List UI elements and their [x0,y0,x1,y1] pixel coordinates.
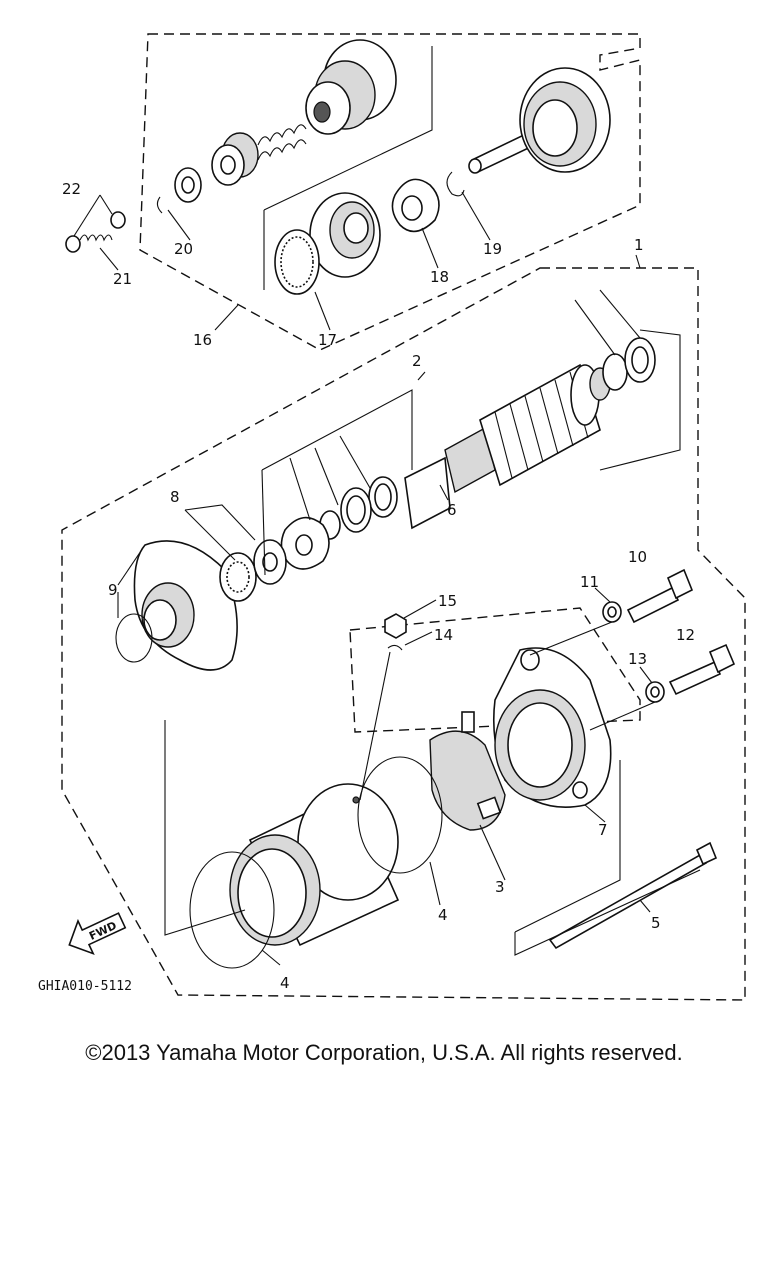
bolt-10-part [626,568,694,624]
spring-part [257,124,307,161]
label-part-6: 6 [447,501,457,519]
bearing-17-part [274,229,320,295]
label-part-14: 14 [434,626,453,644]
label-part-10: 10 [628,548,647,566]
group-outline-terminal [349,607,641,733]
armature-part [404,363,611,530]
yoke-part [229,783,400,947]
label-part-11: 11 [580,573,599,591]
label-part-4-rear: 4 [438,906,448,924]
drive-shaft-part [468,67,611,174]
washer-14-part [387,644,403,651]
plate-18-part [391,178,440,233]
nut-15-part [384,613,407,639]
gasket-4-rear [357,756,443,874]
starter-motor-exploded-diagram: 1 2 3 4 4 5 6 7 8 9 10 11 12 13 14 15 16… [38,33,746,1001]
gasket-4-front [189,851,275,969]
label-part-15: 15 [438,592,457,610]
label-part-13: 13 [628,650,647,668]
clip-20-part [156,196,163,214]
rear-cover-part [492,647,612,808]
o-ring-9-part [115,613,153,663]
pinion-gear-part [305,39,397,135]
label-part-2: 2 [412,352,422,370]
fwd-arrow: FWD [68,912,127,956]
label-part-18: 18 [430,268,449,286]
label-part-8: 8 [170,488,180,506]
label-part-16: 16 [193,331,212,349]
label-part-21: 21 [113,270,132,288]
label-part-4-front: 4 [280,974,290,992]
label-part-19: 19 [483,240,502,258]
leader-lines [73,46,701,966]
label-part-3: 3 [495,878,505,896]
clip-19-part [446,171,465,197]
through-bolt-5-part [548,841,718,950]
label-part-22: 22 [62,180,81,198]
brush-holder-part [429,711,506,831]
front-cover-part [133,540,238,671]
spring-washer-set [65,211,126,253]
washer-22-right [110,211,126,229]
label-part-9: 9 [108,581,118,599]
label-part-20: 20 [174,240,193,258]
label-part-5: 5 [651,914,661,932]
label-part-1: 1 [634,236,644,254]
group-outline-clutch [139,33,641,351]
stopper-part [211,132,259,186]
label-part-17: 17 [318,331,337,349]
diagram-code: GHIA010-5112 [38,979,132,994]
clutch-housing-part [309,192,381,278]
bolt-12-part [668,643,736,696]
part-number-labels: 1 2 3 4 4 5 6 7 8 9 10 11 12 13 14 15 16… [62,180,695,992]
label-part-12: 12 [676,626,695,644]
washer-armature-end-1 [602,353,628,391]
spring-21-part [79,234,113,242]
pinion-clutch-assembly [156,39,611,295]
label-part-7: 7 [598,821,608,839]
washer-22-left [65,235,81,253]
copyright-notice: ©2013 Yamaha Motor Corporation, U.S.A. A… [85,1040,683,1065]
